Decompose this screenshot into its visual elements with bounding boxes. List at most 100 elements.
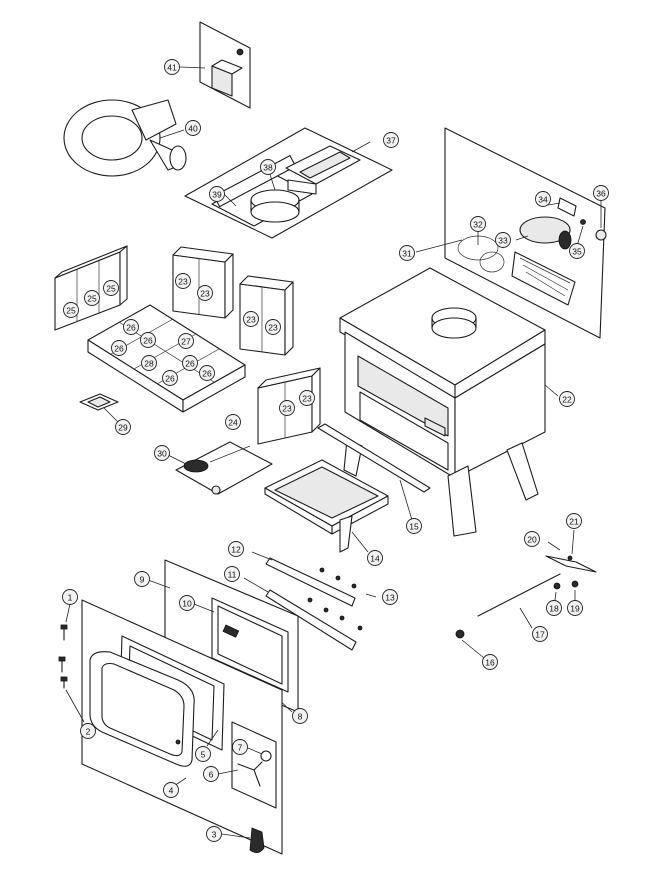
callout-number: 32 (473, 220, 483, 230)
callout-circle (115, 419, 131, 435)
callout-c25a: 25 (63, 302, 79, 318)
callout-number: 21 (569, 517, 579, 527)
callout-number: 39 (212, 190, 222, 200)
callout-number: 26 (202, 369, 212, 379)
callout-circle (179, 595, 195, 611)
callout-circle (80, 723, 96, 739)
callout-number: 26 (143, 336, 153, 346)
callout-c8: 8 (292, 708, 308, 724)
part-18-19-fasteners (553, 580, 579, 601)
callout-c27: 27 (178, 333, 194, 349)
callout-number: 2 (86, 727, 91, 737)
callout-number: 35 (572, 247, 582, 257)
callout-circle (197, 285, 213, 301)
callout-circle (593, 185, 609, 201)
callout-circle (103, 280, 119, 296)
part-22-stove-body (339, 267, 559, 537)
callout-c26c: 26 (111, 340, 127, 356)
part-40-flex-hose (63, 99, 187, 177)
callout-circle (482, 654, 498, 670)
part-30-deflector-plate (167, 441, 273, 495)
callout-c21: 21 (566, 513, 582, 529)
callout-number: 30 (157, 449, 167, 459)
callout-c14: 14 (367, 550, 383, 566)
callout-c25c: 25 (103, 280, 119, 296)
part-1-bolts (58, 603, 71, 689)
callout-c40: 40 (185, 120, 201, 136)
part-2-door-frame (65, 651, 195, 767)
callout-c18: 18 (546, 600, 562, 616)
callout-number: 26 (185, 359, 195, 369)
callout-c23b: 23 (197, 285, 213, 301)
callout-c31: 31 (399, 245, 415, 261)
callout-c11: 11 (224, 566, 240, 582)
callout-c10: 10 (179, 595, 195, 611)
callout-c29: 29 (115, 419, 131, 435)
callout-circle (63, 302, 79, 318)
callout-c23e: 23 (279, 400, 295, 416)
callout-circle (559, 391, 575, 407)
callout-number: 25 (87, 294, 97, 304)
callout-c20: 20 (524, 531, 540, 547)
callout-circle (260, 159, 276, 175)
callout-number: 13 (385, 593, 395, 603)
callout-number: 12 (231, 545, 241, 555)
callout-circle (382, 589, 398, 605)
part-37-top-baffle (184, 127, 393, 239)
callout-circle (182, 355, 198, 371)
part-15-front-rail (317, 423, 431, 521)
part-23-firebricks-left (172, 246, 234, 319)
callout-c3: 3 (206, 826, 222, 842)
callout-c25b: 25 (84, 290, 100, 306)
callout-circle (569, 243, 585, 259)
callout-number: 7 (238, 743, 243, 753)
callout-number: 9 (140, 575, 145, 585)
callout-c5: 5 (195, 746, 211, 762)
callout-c13: 13 (382, 589, 398, 605)
callout-number: 11 (228, 570, 237, 580)
callout-c7: 7 (232, 739, 248, 755)
callout-circle (123, 319, 139, 335)
part-38-39-collar (224, 167, 300, 223)
callout-circle (175, 273, 191, 289)
callout-number: 8 (298, 712, 303, 722)
callout-number: 41 (167, 63, 177, 73)
callout-number: 22 (562, 395, 572, 405)
callout-number: 14 (370, 554, 380, 564)
callout-circle (367, 550, 383, 566)
callout-number: 28 (144, 359, 154, 369)
callout-number: 23 (268, 323, 278, 333)
callout-circle (140, 332, 156, 348)
callout-circle (203, 766, 219, 782)
callout-c32: 32 (470, 216, 486, 232)
callout-number: 15 (409, 522, 419, 532)
callout-number: 20 (527, 535, 537, 545)
callout-circle (84, 290, 100, 306)
callout-c33: 33 (495, 232, 511, 248)
part-11-rail-lower (243, 577, 357, 651)
callout-number: 5 (201, 750, 206, 760)
callout-c17: 17 (532, 626, 548, 642)
callout-number: 17 (535, 630, 545, 640)
callout-c41: 41 (164, 59, 180, 75)
part-10-glass (193, 597, 289, 693)
callout-number: 23 (302, 394, 312, 404)
callout-circle (299, 390, 315, 406)
callout-circle (383, 132, 399, 148)
callout-c9: 9 (134, 571, 150, 587)
callout-circle (62, 589, 78, 605)
callout-c26a: 26 (123, 319, 139, 335)
callout-circle (265, 319, 281, 335)
callout-c4: 4 (163, 782, 179, 798)
callout-number: 38 (263, 163, 273, 173)
callout-circle (224, 566, 240, 582)
callout-number: 27 (181, 337, 191, 347)
callout-circle (279, 400, 295, 416)
callout-number: 31 (402, 249, 412, 259)
callout-circle (154, 445, 170, 461)
callout-number: 18 (549, 604, 559, 614)
callout-number: 40 (188, 124, 198, 134)
part-12-rail-upper (251, 551, 356, 607)
part-20-21-bracket (545, 529, 597, 573)
